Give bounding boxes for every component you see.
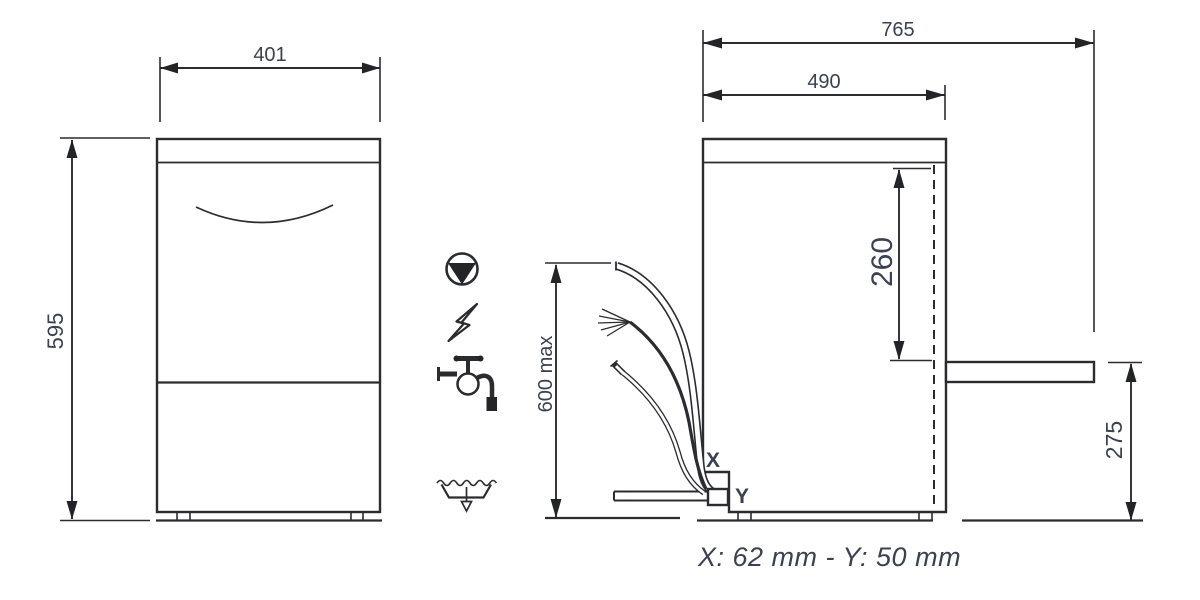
dim-door-height-value: 275	[1101, 421, 1127, 459]
y-marker-label: Y	[735, 485, 749, 508]
dim-body-depth: 490	[703, 71, 946, 120]
xy-caption: X: 62 mm - Y: 50 mm	[697, 542, 961, 572]
dim-top-to-door: 260	[866, 167, 932, 362]
inlet-hose	[609, 359, 706, 496]
hoses-and-cable	[597, 261, 717, 497]
cable-frayed-wires	[597, 308, 631, 337]
drain-icon	[436, 479, 498, 513]
front-view	[155, 137, 382, 522]
rear-drain-pipe	[613, 490, 708, 502]
x-marker-label: X	[706, 449, 720, 472]
water-supply-icon	[437, 355, 497, 411]
dim-total-depth-value: 765	[881, 19, 914, 41]
dim-body-depth-value: 490	[807, 71, 840, 93]
dim-top-to-door-value: 260	[866, 237, 899, 287]
dim-door-height: 275	[1101, 361, 1142, 521]
dim-front-height: 595	[43, 137, 150, 522]
electricity-icon	[447, 302, 479, 343]
side-feet	[737, 512, 933, 520]
front-feet	[176, 512, 364, 520]
power-cable	[597, 308, 708, 490]
front-cabinet-outline	[155, 137, 382, 514]
dim-connections-height: 600 max	[535, 262, 680, 520]
side-open-door	[944, 360, 1096, 384]
side-view	[697, 137, 1143, 522]
dim-total-depth: 765	[702, 19, 1095, 332]
front-door-handle-curve	[195, 204, 334, 224]
dim-front-height-value: 595	[43, 313, 68, 350]
dim-front-width: 401	[159, 44, 381, 122]
pump-icon	[445, 252, 479, 286]
dim-front-width-value: 401	[253, 44, 286, 66]
drain-connection-box	[706, 487, 730, 507]
side-cabinet-outline	[701, 137, 948, 514]
dim-connections-height-value: 600 max	[535, 336, 557, 413]
